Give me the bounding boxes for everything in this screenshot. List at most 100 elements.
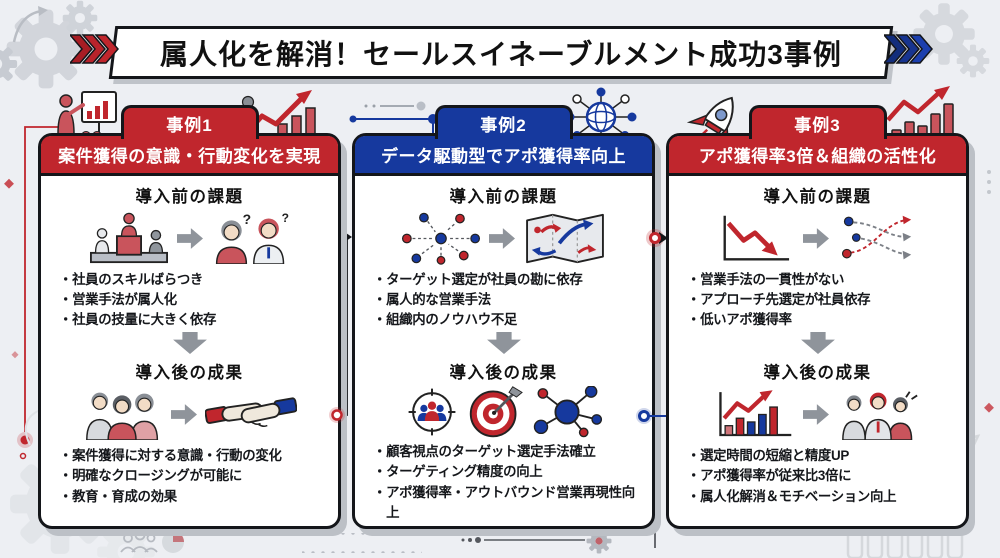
bullet-text: アプローチ先選定が社員依存	[700, 292, 871, 308]
bullet-marker: ・	[59, 312, 73, 328]
dots-line-gear	[461, 528, 612, 554]
podium-ranking-icon	[89, 212, 168, 264]
bullet-marker: ・	[373, 272, 387, 287]
bullet-item: ・教育・育成の効果	[59, 487, 328, 507]
after-bullets: ・案件獲得に対する意識・行動の変化 ・明確なクロージングが可能に ・教育・育成の…	[51, 446, 328, 506]
svg-text:?: ?	[281, 212, 288, 225]
bullet-marker: ・	[59, 488, 73, 504]
bullet-item: ・アポ獲得率が従来比3倍に	[687, 466, 956, 486]
growth-chart-icon	[718, 390, 791, 436]
bullet-text: ターゲット選定が社員の勘に依存	[386, 272, 583, 287]
case-card-1: 事例1 案件獲得の意識・行動変化を実現 導入前の課題	[38, 105, 341, 529]
before-bullets: ・ターゲット選定が社員の勘に依存 ・属人的な営業手法 ・組織内のノウハウ不足	[365, 270, 642, 330]
arrow-right-icon	[803, 404, 829, 425]
case-headline-text: データ駆動型でアポ獲得率向上	[381, 147, 626, 166]
bullet-text: 案件獲得に対する意識・行動の変化	[72, 448, 282, 464]
case-headline-2: データ駆動型でアポ獲得率向上	[355, 136, 652, 176]
after-heading: 導入後の成果	[135, 364, 244, 383]
before-heading: 導入前の課題	[763, 188, 872, 206]
map-routes-icon	[525, 213, 604, 263]
case-headline-text: 案件獲得の意識・行動変化を実現	[58, 147, 321, 166]
title-banner: 属人化を解消！セールスイネーブルメント成功3事例	[108, 26, 894, 79]
bullet-item: ・顧客視点のターゲット選定手法確立	[373, 442, 642, 462]
bullet-item: ・ターゲティング精度の向上	[373, 462, 642, 482]
bullet-marker: ・	[687, 312, 701, 328]
bullet-item: ・選定時間の短縮と精度UP	[687, 446, 956, 466]
bullet-item: ・営業手法の一貫性がない	[687, 270, 956, 290]
pie-chart-icon	[162, 531, 184, 553]
bullet-marker: ・	[687, 448, 701, 464]
card-content: 導入前の課題	[41, 176, 338, 507]
bullet-item: ・社員のスキルばらつき	[59, 270, 328, 290]
bullet-text: アポ獲得率・アウトバウンド営業再現性向上	[386, 484, 635, 520]
case-headline-3: アポ獲得率3倍＆組織の活性化	[669, 136, 966, 176]
bullet-text: 社員のスキルばらつき	[72, 272, 203, 287]
bullet-marker: ・	[373, 484, 387, 500]
bullet-marker: ・	[59, 292, 73, 308]
blue-circuit-top	[349, 101, 438, 137]
bullet-text: 教育・育成の効果	[72, 488, 177, 504]
bullet-marker: ・	[373, 444, 387, 460]
case-tab-label: 事例1	[166, 116, 213, 135]
bullet-text: 明確なクロージングが可能に	[72, 468, 243, 484]
connector-card1-card2	[341, 231, 352, 416]
bullet-text: 顧客視点のターゲット選定手法確立	[386, 444, 596, 460]
bullet-marker: ・	[59, 448, 73, 464]
target-dart-icon	[469, 386, 523, 438]
bullet-item: ・ターゲット選定が社員の勘に依存	[373, 270, 642, 290]
bullet-marker: ・	[373, 464, 387, 480]
bullet-text: 選定時間の短縮と精度UP	[700, 448, 850, 464]
dot-grid	[252, 533, 422, 553]
bullet-item: ・属人的な営業手法	[373, 290, 642, 310]
happy-team-icon	[841, 391, 918, 441]
bullet-marker: ・	[687, 272, 701, 287]
case-tab-3: 事例3	[748, 105, 887, 139]
bullet-item: ・属人化解消＆モチベーション向上	[687, 487, 956, 507]
down-arrow-icon	[679, 332, 956, 354]
bullet-item: ・アプローチ先選定が社員依存	[687, 290, 956, 310]
case-headline-1: 案件獲得の意識・行動変化を実現	[41, 136, 338, 176]
bullet-item: ・低いアポ獲得率	[687, 310, 956, 330]
bullet-marker: ・	[687, 468, 701, 484]
card-content: 導入前の課題	[355, 176, 652, 523]
bullet-marker: ・	[59, 468, 73, 484]
case-headline-text: アポ獲得率3倍＆組織の活性化	[698, 147, 937, 166]
arrow-right-icon	[803, 228, 829, 249]
crosshair-team-icon	[408, 388, 455, 436]
card-content: 導入前の課題	[669, 176, 966, 507]
before-bullets: ・営業手法の一貫性がない ・アプローチ先選定が社員依存 ・低いアポ獲得率	[679, 270, 956, 330]
after-bullets: ・選定時間の短縮と精度UP ・アポ獲得率が従来比3倍に ・属人化解消＆モチベーシ…	[679, 446, 956, 506]
case-card-2: 事例2 データ駆動型でアポ獲得率向上 導入前の課題	[352, 105, 655, 529]
down-arrow-icon	[51, 332, 328, 354]
bullet-marker: ・	[373, 292, 387, 308]
before-heading: 導入前の課題	[135, 188, 244, 206]
team-icon	[85, 392, 158, 441]
bullet-marker: ・	[373, 312, 387, 328]
down-arrow-icon	[365, 332, 642, 354]
after-heading: 導入後の成果	[763, 364, 872, 383]
case-tab-label: 事例2	[480, 116, 527, 135]
scatter-hub-icon	[401, 212, 480, 265]
chevrons-right-blue-icon	[884, 34, 933, 64]
page-title: 属人化を解消！セールスイネーブルメント成功3事例	[160, 38, 842, 70]
mini-team-icon	[120, 529, 158, 553]
bullet-text: 低いアポ獲得率	[700, 312, 792, 328]
bullet-marker: ・	[687, 292, 701, 308]
svg-text:?: ?	[242, 212, 251, 227]
bullet-item: ・組織内のノウハウ不足	[373, 310, 642, 330]
bullet-item: ・明確なクロージングが可能に	[59, 466, 328, 486]
after-icon-row	[365, 384, 642, 440]
bullet-item: ・営業手法が属人化	[59, 290, 328, 310]
arrow-right-icon	[171, 404, 197, 425]
before-icon-row: ? ?	[51, 208, 328, 268]
bullet-text: 属人化解消＆モチベーション向上	[700, 488, 897, 504]
bullet-marker: ・	[687, 488, 701, 504]
bullet-text: 営業手法の一貫性がない	[700, 272, 845, 287]
case-card-3: 事例3 アポ獲得率3倍＆組織の活性化 導入前の課題	[666, 105, 969, 529]
bullet-text: 属人的な営業手法	[386, 292, 491, 308]
before-icon-row	[365, 208, 642, 268]
before-bullets: ・社員のスキルばらつき ・営業手法が属人化 ・社員の技量に大きく依存	[51, 270, 328, 330]
case-tab-2: 事例2	[434, 105, 573, 139]
after-icon-row	[679, 384, 956, 444]
